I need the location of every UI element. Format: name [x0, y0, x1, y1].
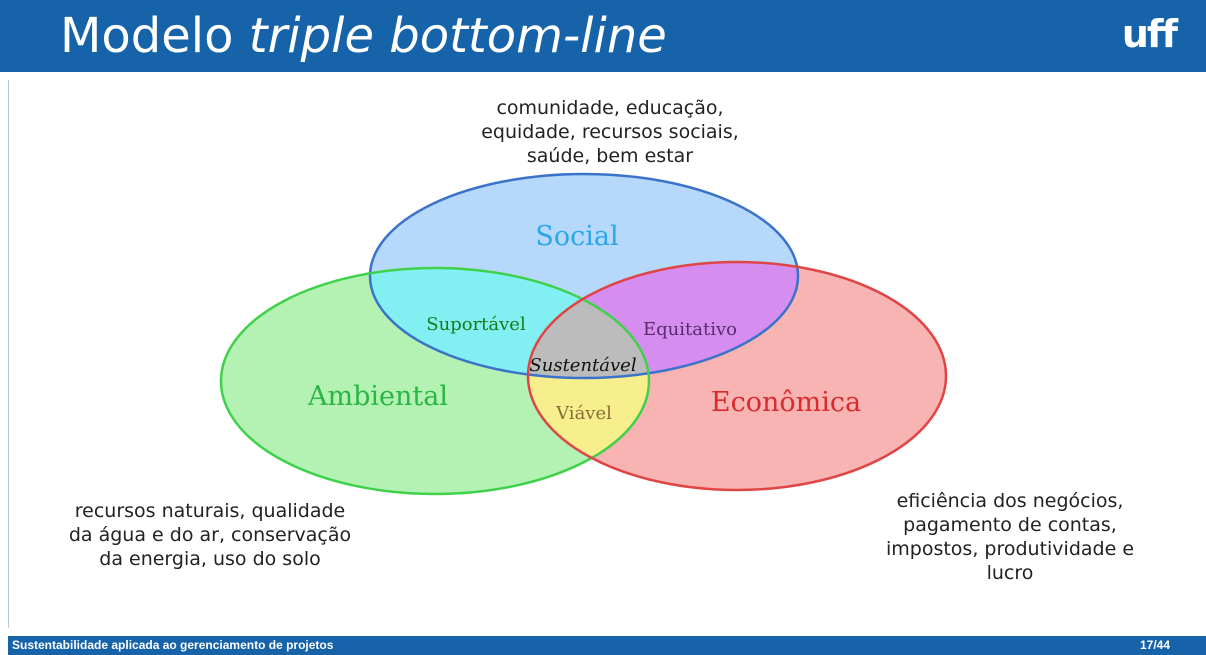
equitativo-label: Equitativo — [643, 319, 737, 340]
slide-title: Modelo triple bottom-line — [60, 4, 667, 68]
social-description-line: comunidade, educação, — [496, 97, 724, 119]
social-label: Social — [535, 221, 618, 252]
ambiental-outline — [219, 266, 651, 496]
economica-description-line: eficiência dos negócios, — [896, 490, 1124, 512]
slide-border-line — [8, 80, 9, 628]
economica-description: eficiência dos negócios, pagamento de co… — [845, 489, 1175, 585]
ambiental-description: recursos naturais, qualidade da água e d… — [40, 499, 380, 571]
sustentavel-label: Sustentável — [529, 355, 636, 376]
economica-label: Econômica — [711, 387, 861, 418]
slide-footer: Sustentabilidade aplicada ao gerenciamen… — [8, 636, 1206, 655]
social-description-line: equidade, recursos sociais, — [481, 121, 739, 143]
uff-logo: uff — [1121, 12, 1178, 56]
economica-description-line: impostos, produtividade e — [885, 538, 1135, 560]
ambiental-label: Ambiental — [307, 381, 448, 412]
viavel-label: Viável — [555, 403, 612, 424]
social-description: comunidade, educação, equidade, recursos… — [440, 96, 780, 168]
social-outline — [368, 172, 800, 380]
ambiental-description-line: recursos naturais, qualidade — [74, 500, 346, 522]
social-description-line: saúde, bem estar — [526, 145, 694, 167]
page-number: 17/44 — [1139, 638, 1170, 652]
slide-header: Modelo triple bottom-line uff — [0, 0, 1206, 72]
ambiental-description-line: da energia, uso do solo — [99, 548, 321, 570]
suportavel-region — [370, 268, 649, 378]
course-title: Sustentabilidade aplicada ao gerenciamen… — [12, 638, 334, 652]
economica-description-line: lucro — [986, 562, 1034, 584]
title-italic: triple bottom-line — [248, 8, 667, 64]
economica-outline — [526, 260, 948, 492]
suportavel-label: Suportável — [426, 314, 526, 335]
ambiental-description-line: da água e do ar, conservação — [68, 524, 352, 546]
economica-description-line: pagamento de contas, — [903, 514, 1117, 536]
title-regular: Modelo — [60, 8, 249, 64]
